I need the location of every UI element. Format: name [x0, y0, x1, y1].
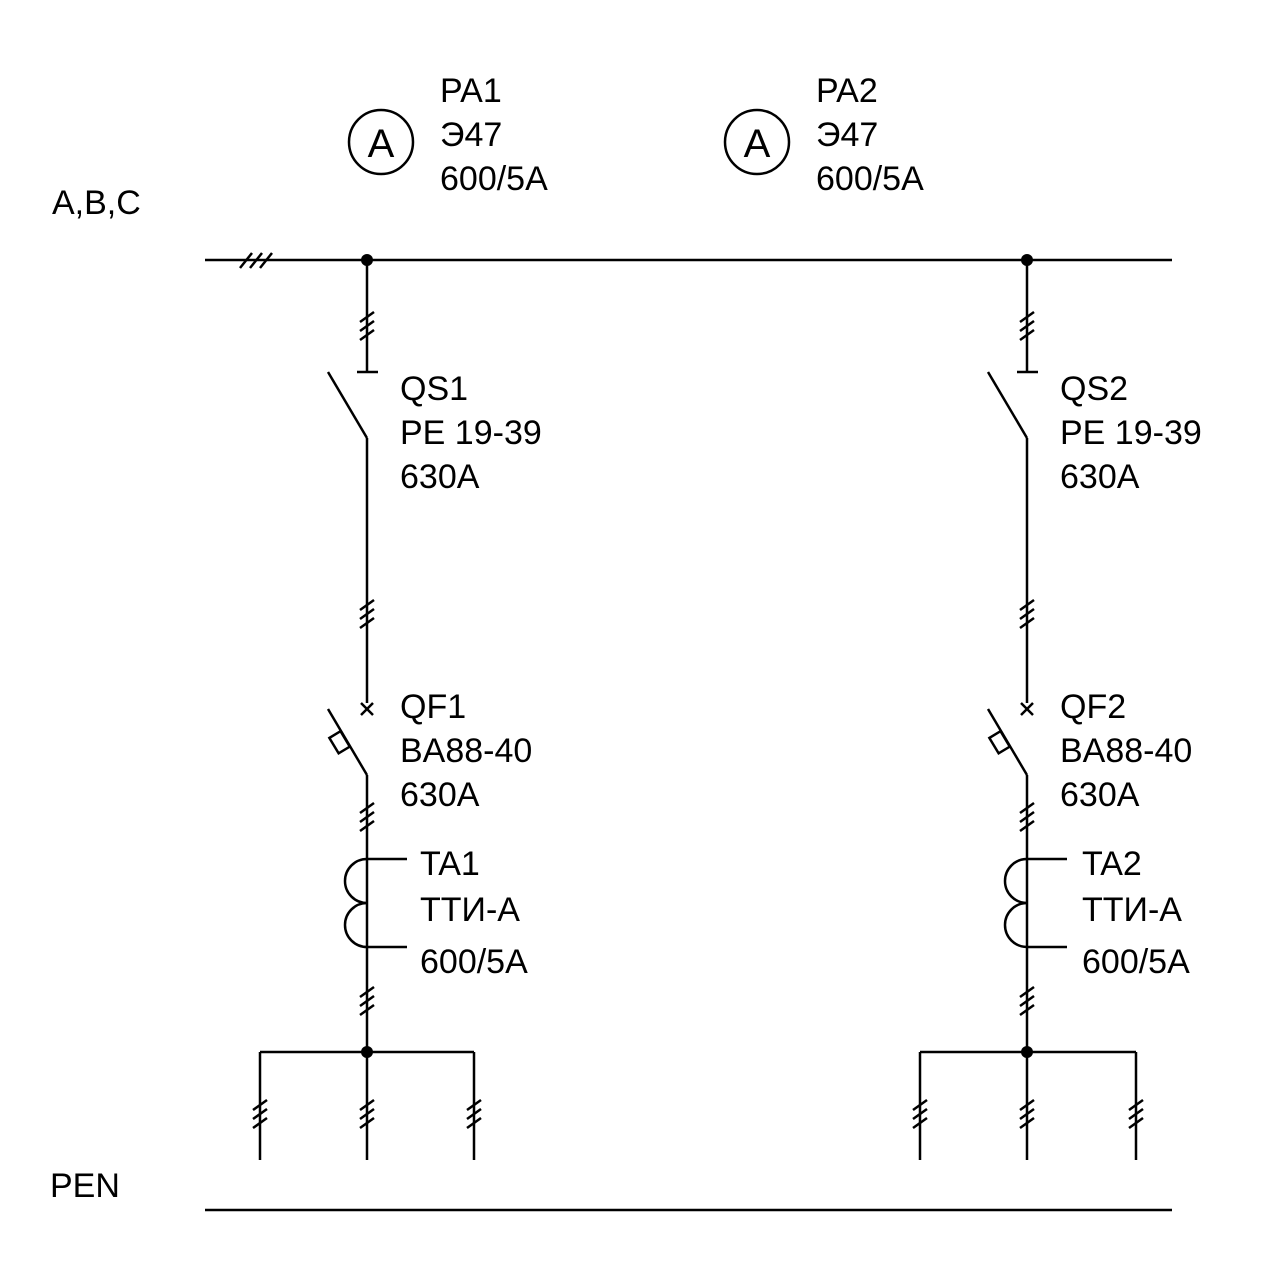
- three-phase-tick: [359, 598, 375, 630]
- ct-model: ТТИ-А: [420, 891, 520, 929]
- bus-phases-label: A,B,C: [52, 184, 141, 222]
- ct-rating: 600/5A: [420, 943, 528, 981]
- meter-ref: PA1: [440, 72, 502, 110]
- ammeter-symbol: A: [368, 122, 395, 166]
- breaker-rating: 630A: [400, 776, 480, 814]
- three-phase-tick: [359, 1098, 375, 1130]
- meter-model: Э47: [816, 116, 878, 154]
- switch-rating: 630A: [400, 458, 480, 496]
- switch-rating: 630A: [1060, 458, 1140, 496]
- ct-rating: 600/5A: [1082, 943, 1190, 981]
- circuit-breaker-icon: [326, 702, 374, 776]
- three-phase-tick: [466, 1098, 482, 1130]
- meter-ref: PA2: [816, 72, 878, 110]
- ct-ref: TA1: [420, 845, 480, 883]
- switch-model: PE 19-39: [1060, 414, 1202, 452]
- ammeter-pa2: A PA2 Э47 600/5A: [723, 72, 924, 198]
- pen-label: PEN: [50, 1167, 120, 1205]
- three-phase-tick: [1128, 1098, 1144, 1130]
- ct-ref: TA2: [1082, 845, 1142, 883]
- current-transformer-icon: [343, 857, 407, 949]
- breaker-ref: QF1: [400, 688, 466, 726]
- three-phase-tick: [359, 801, 375, 833]
- three-phase-tick: [1019, 598, 1035, 630]
- breaker-model: BA88-40: [1060, 732, 1192, 770]
- meter-rating: 600/5A: [440, 160, 548, 198]
- switch-ref: QS2: [1060, 370, 1128, 408]
- breaker-model: BA88-40: [400, 732, 532, 770]
- breaker-ref: QF2: [1060, 688, 1126, 726]
- three-phase-tick: [359, 985, 375, 1017]
- ammeter-pa1: A PA1 Э47 600/5A: [347, 72, 548, 198]
- bus-three-phase-tick: [239, 252, 273, 269]
- ammeter-symbol: A: [744, 122, 771, 166]
- disconnector-switch-icon: [986, 370, 1038, 439]
- three-phase-tick: [1019, 310, 1035, 342]
- breaker-rating: 630A: [1060, 776, 1140, 814]
- three-phase-tick: [1019, 985, 1035, 1017]
- switch-ref: QS1: [400, 370, 468, 408]
- switch-model: PE 19-39: [400, 414, 542, 452]
- ammeter-icon: [723, 108, 791, 176]
- three-phase-tick: [912, 1098, 928, 1130]
- circuit-breaker-icon: [986, 702, 1034, 776]
- three-phase-tick: [1019, 1098, 1035, 1130]
- feeder-2: QS2 PE 19-39 630A QF2 BA88-40 630A: [912, 254, 1202, 1160]
- current-transformer-icon: [1003, 857, 1067, 949]
- meter-rating: 600/5A: [816, 160, 924, 198]
- disconnector-switch-icon: [326, 370, 378, 439]
- ammeter-icon: [347, 108, 415, 176]
- three-phase-tick: [1019, 801, 1035, 833]
- three-phase-tick: [359, 310, 375, 342]
- meter-model: Э47: [440, 116, 502, 154]
- three-phase-tick: [252, 1098, 268, 1130]
- feeder-1: QS1 PE 19-39 630A QF1 BA88-40 630A: [252, 254, 542, 1160]
- ct-model: ТТИ-А: [1082, 891, 1182, 929]
